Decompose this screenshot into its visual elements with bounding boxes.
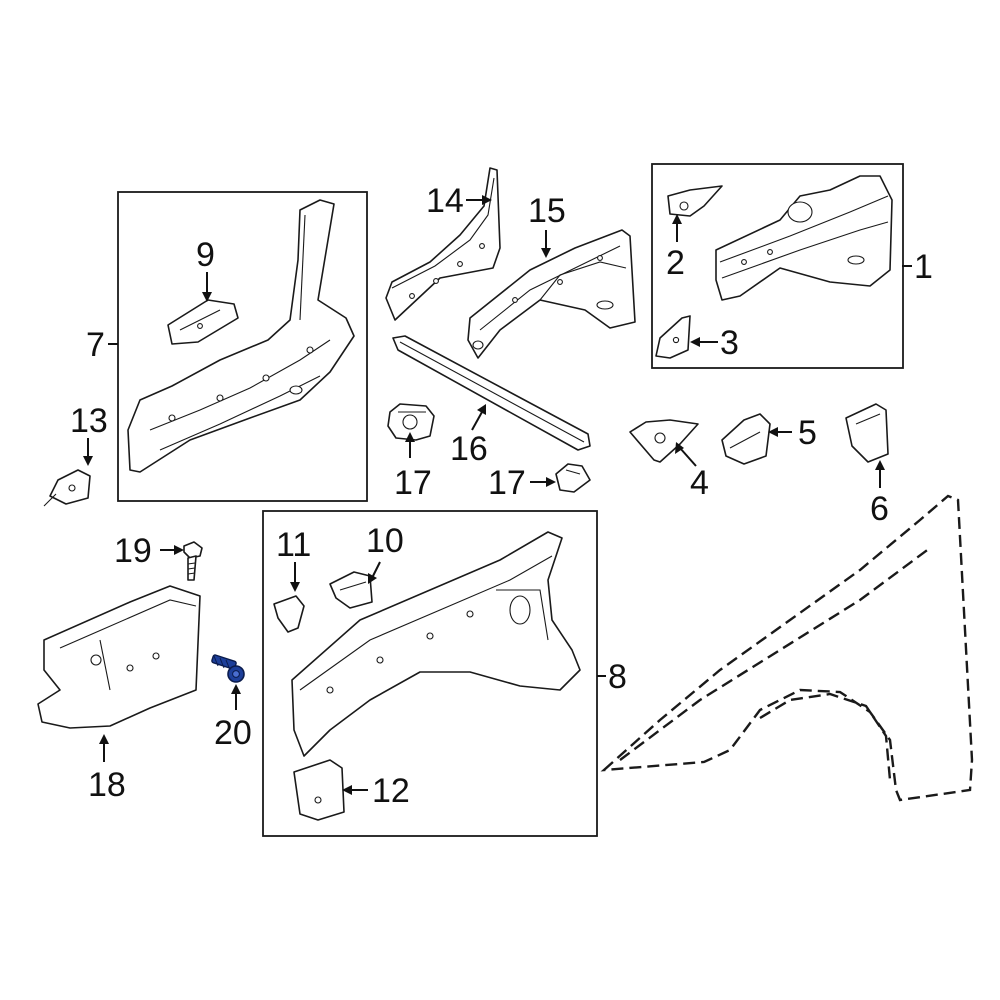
callout-11: 11 [276, 526, 311, 564]
part-17-bracket-lower[interactable] [555, 463, 591, 493]
part-2-plate[interactable] [667, 185, 723, 217]
callout-15: 15 [528, 192, 566, 230]
leader-4 [679, 447, 697, 467]
group-box-8 [262, 510, 598, 837]
callout-12: 12 [372, 772, 410, 810]
callout-13: 13 [70, 402, 108, 440]
callout-18: 18 [88, 766, 126, 804]
part-4-bracket[interactable] [629, 419, 699, 463]
part-6-bracket[interactable] [845, 403, 889, 463]
part-17-bracket-upper[interactable] [387, 403, 435, 441]
callout-6: 6 [870, 490, 889, 528]
part-15-apron-panel[interactable] [467, 229, 636, 359]
callout-20: 20 [214, 714, 252, 752]
part-10-bracket[interactable] [329, 571, 373, 609]
part-14-upper-rail[interactable] [385, 167, 501, 321]
callout-2: 2 [666, 244, 685, 282]
part-12-bracket[interactable] [293, 759, 345, 821]
part-7-apron-assembly[interactable] [127, 199, 355, 473]
leader-16 [471, 411, 483, 431]
part-8-apron-assembly[interactable] [291, 531, 581, 757]
callout-9: 9 [196, 236, 215, 274]
leader-10 [371, 561, 381, 579]
callout-8: 8 [608, 658, 627, 696]
callout-19: 19 [114, 532, 152, 570]
callout-17b: 17 [488, 464, 526, 502]
fender-outline [600, 494, 974, 802]
part-11-bracket[interactable] [273, 595, 305, 633]
part-9-bracket[interactable] [167, 299, 239, 345]
callout-4: 4 [690, 464, 709, 502]
callout-7: 7 [86, 326, 105, 364]
callout-14: 14 [426, 182, 464, 220]
part-20-bolt[interactable] [211, 654, 245, 683]
callout-17a: 17 [394, 464, 432, 502]
part-19-bolt[interactable] [183, 541, 203, 581]
part-18-mount-bracket[interactable] [37, 585, 201, 729]
callout-16: 16 [450, 430, 488, 468]
part-5-bracket[interactable] [721, 413, 771, 465]
callout-1: 1 [914, 248, 933, 286]
part-16-lower-bar[interactable] [392, 335, 591, 451]
group-box-7 [117, 191, 368, 502]
callout-5: 5 [798, 414, 817, 452]
part-1-apron-rail-assembly[interactable] [715, 175, 893, 301]
part-13-bracket[interactable] [43, 469, 91, 507]
part-3-bracket[interactable] [655, 315, 691, 359]
callout-3: 3 [720, 324, 739, 362]
callout-10: 10 [366, 522, 404, 560]
